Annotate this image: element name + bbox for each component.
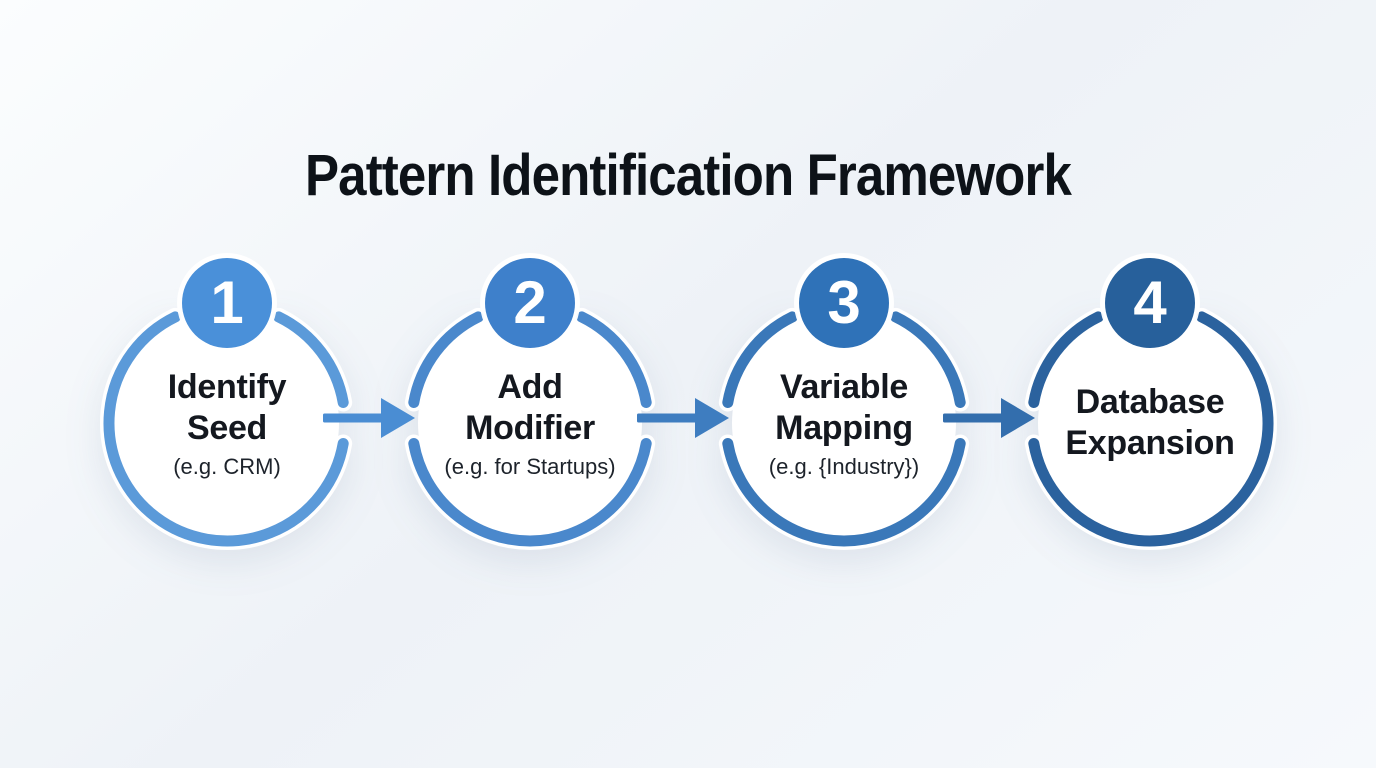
step-2-number-badge: 2 (485, 258, 575, 348)
step-4-number-badge: 4 (1105, 258, 1195, 348)
step-1-number: 1 (210, 269, 244, 336)
step-1-number-badge: 1 (182, 258, 272, 348)
step-2-text: Add Modifier (e.g. for Startups) (405, 298, 655, 548)
step-3-number: 3 (827, 269, 861, 336)
step-4-ring-icon (1024, 307, 1277, 550)
page-title: Pattern Identification Framework (305, 143, 1072, 208)
step-3: 3 Variable Mapping (e.g. {Industry}) (718, 258, 970, 550)
step-3-ring-icon (718, 307, 970, 550)
step-3-number-badge: 3 (799, 258, 889, 348)
step-1: 1 Identify Seed (e.g. CRM) (100, 258, 353, 550)
step-3-text: Variable Mapping (e.g. {Industry}) (719, 298, 969, 548)
step-4-label: Database Expansion (1065, 383, 1235, 462)
flow-arrow-3-icon (943, 398, 1035, 438)
step-1-text: Identify Seed (e.g. CRM) (102, 298, 352, 548)
step-4-number: 4 (1133, 269, 1167, 336)
step-1-example: (e.g. CRM) (173, 453, 281, 479)
step-1-ring-icon (100, 307, 353, 550)
step-2-number: 2 (513, 269, 547, 336)
flow-arrow-2-icon (637, 398, 729, 438)
flow-arrow-1-icon (323, 398, 415, 438)
step-2-label: Add Modifier (465, 368, 595, 447)
step-3-example: (e.g. {Industry}) (768, 453, 920, 479)
step-3-label: Variable Mapping (775, 368, 913, 447)
step-1-label: Identify Seed (167, 368, 287, 447)
step-2: 2 Add Modifier (e.g. for Startups) (404, 258, 656, 550)
step-2-ring-icon (404, 307, 656, 550)
step-2-example: (e.g. for Startups) (444, 453, 616, 479)
step-4: 4 Database Expansion (1024, 258, 1277, 550)
step-4-text: Database Expansion (1025, 298, 1275, 548)
